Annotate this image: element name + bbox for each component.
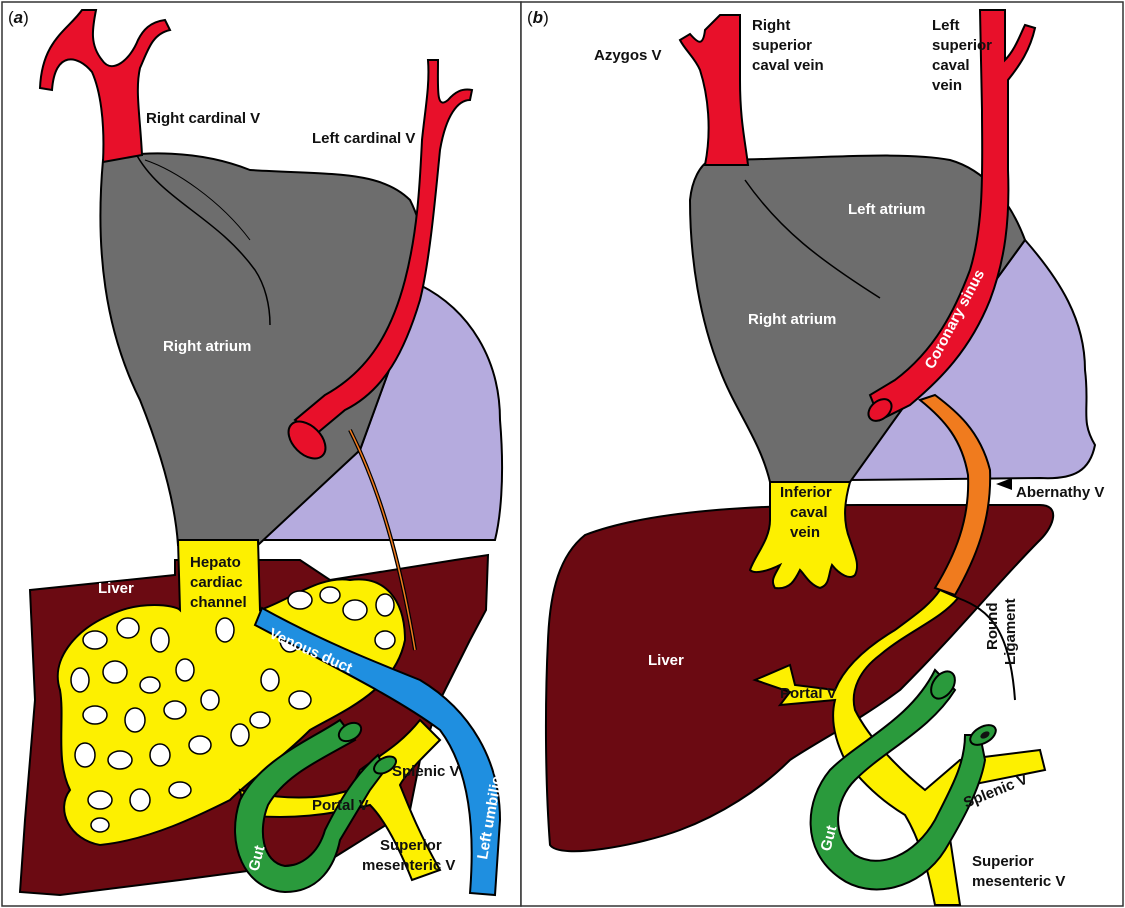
label-left-atrium-b: Left atrium <box>848 201 926 218</box>
label-superior-b: Superior <box>972 853 1034 870</box>
label-portal-v-b: Portal V <box>780 685 837 702</box>
label-channel: channel <box>190 594 247 611</box>
label-liver-b: Liver <box>648 652 684 669</box>
label-superior-a: Superior <box>380 837 442 854</box>
label-azygos-v: Azygos V <box>594 47 662 64</box>
label-cardiac: cardiac <box>190 574 243 591</box>
label-mesenteric-v-a: mesenteric V <box>362 857 455 874</box>
label-right-superior-2: superior <box>752 37 812 54</box>
label-liver-a: Liver <box>98 580 134 597</box>
label-ligament: Ligament <box>1002 598 1019 665</box>
label-right-superior-3: caval vein <box>752 57 824 74</box>
label-portal-v-a: Portal V <box>312 797 369 814</box>
label-right-cardinal-v: Right cardinal V <box>146 110 260 127</box>
label-inferior-3: vein <box>790 524 820 541</box>
label-inferior-1: Inferior <box>780 484 832 501</box>
panel-a-letter: (a) <box>8 8 29 27</box>
label-left-cardinal-v: Left cardinal V <box>312 130 415 147</box>
label-right-atrium-b: Right atrium <box>748 311 836 328</box>
label-mesenteric-v-b: mesenteric V <box>972 873 1065 890</box>
label-left-superior-4: vein <box>932 77 962 94</box>
label-left-superior-3: caval <box>932 57 970 74</box>
label-round: Round <box>984 603 1001 650</box>
label-right-atrium-a: Right atrium <box>163 338 251 355</box>
label-inferior-2: caval <box>790 504 828 521</box>
label-hepato: Hepato <box>190 554 241 571</box>
label-right-superior-1: Right <box>752 17 790 34</box>
label-splenic-v-a: Splenic V <box>392 763 460 780</box>
label-left-superior-1: Left <box>932 17 960 34</box>
label-abernathy-v: Abernathy V <box>1016 484 1104 501</box>
label-left-superior-2: superior <box>932 37 992 54</box>
panel-b-letter: (b) <box>527 8 549 27</box>
